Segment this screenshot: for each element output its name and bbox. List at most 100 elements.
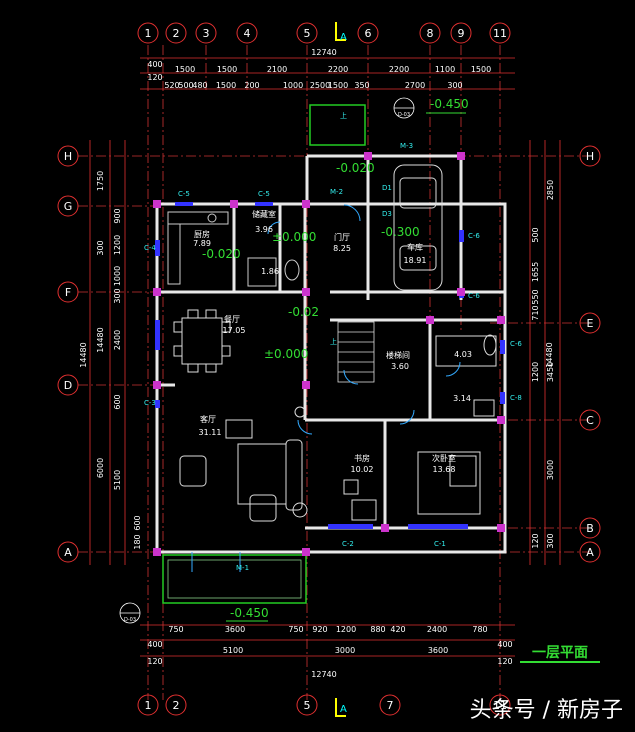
svg-text:C-5: C-5 [258,190,270,198]
level-marks: -0.450 -0.020 -0.300 ±0.000 -0.020 ±0.00… [202,97,469,622]
stair-area: 3.60 [391,362,409,371]
living-name: 客厅 [200,414,216,424]
bath2-area: 3.14 [453,394,471,403]
svg-text:1500: 1500 [217,65,237,74]
axis-label: 8 [427,27,434,40]
svg-text:750: 750 [288,625,303,634]
svg-text:D-03: D-03 [398,112,410,118]
svg-text:1000: 1000 [113,266,122,286]
overall-width: 12740 [311,48,336,57]
axis-label: A [64,546,72,559]
svg-text:1200: 1200 [113,235,122,255]
axis-label: F [65,286,71,299]
level-mark: -0.02 [288,305,319,319]
svg-text:710: 710 [531,305,540,320]
svg-text:14480: 14480 [79,342,88,367]
section-label: A [340,704,347,715]
room-furniture [343,334,497,521]
svg-text:120: 120 [147,657,162,666]
svg-text:M-2: M-2 [330,188,343,196]
svg-text:C-4: C-4 [144,244,156,252]
dining-area: 17.05 [223,326,246,335]
axis-label: 11 [493,27,507,40]
kitchen-area: 7.89 [193,239,211,248]
svg-text:520: 520 [164,81,179,90]
svg-text:1100: 1100 [435,65,455,74]
level-mark: -0.020 [202,247,241,261]
svg-text:2850: 2850 [546,180,555,200]
axis-label: C [586,414,594,427]
svg-text:300: 300 [546,533,555,548]
svg-text:上: 上 [340,111,347,120]
axis-label: H [586,150,594,163]
svg-text:1500: 1500 [471,65,491,74]
svg-text:D1: D1 [382,184,392,192]
svg-text:200: 200 [244,81,259,90]
axis-label: 5 [304,699,311,712]
svg-text:1200: 1200 [531,362,540,382]
svg-text:300: 300 [96,240,105,255]
section-label: A [340,32,347,43]
svg-text:C-6: C-6 [468,292,480,300]
overall-width: 12740 [311,670,336,679]
hall-area: 8.25 [333,244,351,253]
svg-text:550: 550 [531,289,540,304]
axis-label: B [586,522,594,535]
svg-text:920: 920 [312,625,327,634]
svg-text:C-3: C-3 [144,399,156,407]
door-swings [191,204,461,572]
svg-text:600: 600 [133,515,142,530]
axis-label: 2 [173,699,180,712]
stair-name: 楼梯间 [386,350,410,360]
study-name: 书房 [354,453,370,463]
svg-text:300: 300 [447,81,462,90]
svg-text:2100: 2100 [267,65,287,74]
svg-text:5100: 5100 [223,646,243,655]
svg-text:420: 420 [390,625,405,634]
svg-text:2200: 2200 [328,65,348,74]
svg-text:C-8: C-8 [510,394,522,402]
svg-text:780: 780 [472,625,487,634]
storage-name: 储藏室 [252,209,276,219]
svg-text:C-2: C-2 [342,540,354,548]
svg-text:1655: 1655 [531,262,540,282]
svg-text:2400: 2400 [113,330,122,350]
svg-text:400: 400 [147,60,162,69]
component-tags: M-1 M-2 M-3 D1 D3 C-2 C-1 C-3 C-4 C-5 C-… [144,111,522,572]
bedroom-name: 次卧室 [432,453,456,463]
living-furniture [179,406,308,522]
detail-ref-texts: D-03 D-03 [124,112,410,623]
storage-area: 3.96 [255,225,273,234]
level-mark: -0.300 [381,225,420,239]
svg-text:2200: 2200 [389,65,409,74]
svg-text:1500: 1500 [328,81,348,90]
svg-text:5100: 5100 [113,470,122,490]
svg-text:600: 600 [113,394,122,409]
svg-text:C-6: C-6 [510,340,522,348]
level-mark: -0.020 [336,161,375,175]
axis-label: 1 [145,27,152,40]
terrace [162,104,366,604]
svg-text:400: 400 [497,640,512,649]
level-mark: -0.450 [430,97,469,111]
svg-text:2500: 2500 [310,81,330,90]
study-area: 10.02 [351,465,374,474]
axis-label: G [64,200,73,213]
row-axis-labels: H G F D A H E C B A [64,150,595,559]
bath1-area: 4.03 [454,350,472,359]
svg-text:M-1: M-1 [236,564,249,572]
axis-label: 6 [365,27,372,40]
svg-text:120: 120 [497,657,512,666]
level-mark: ±0.000 [272,230,316,244]
garage-area: 18.91 [404,256,427,265]
svg-text:3600: 3600 [225,625,245,634]
watermark: 头条号 / 新房子 [469,698,623,723]
axis-label: 2 [173,27,180,40]
hall-name: 门厅 [334,232,350,242]
svg-text:300: 300 [113,288,122,303]
room-labels: 厨房 7.89 储藏室 3.96 门厅 8.25 车库 18.91 餐厅 17.… [193,209,472,474]
svg-text:1750: 1750 [96,171,105,191]
svg-text:500: 500 [178,81,193,90]
kitchen-name: 厨房 [194,229,210,239]
svg-text:1500: 1500 [175,65,195,74]
